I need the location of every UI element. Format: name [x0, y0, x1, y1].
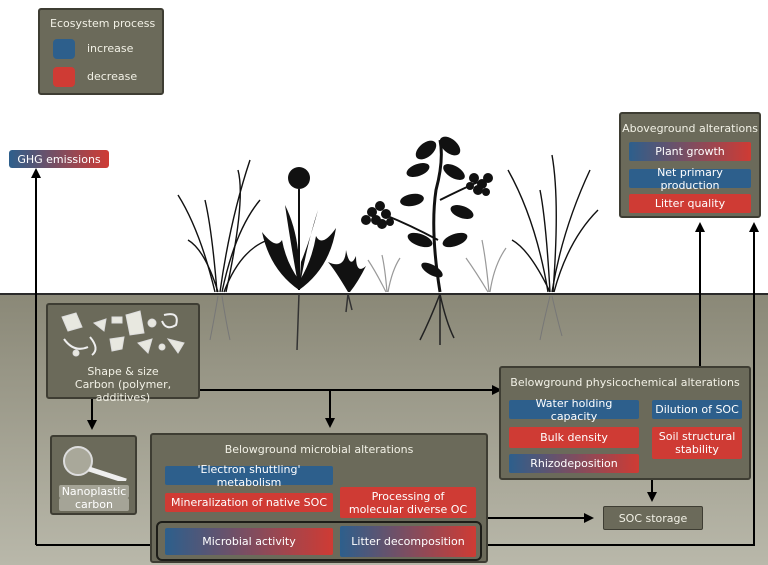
nanoplastic-line1: Nanoplastic	[59, 485, 129, 498]
aboveground-title: Aboveground alterations	[622, 122, 758, 135]
physicochemical-panel: Belowground physicochemical alterations …	[499, 366, 751, 480]
magnifier-icon	[63, 446, 127, 481]
processing-oc-tag: Processing of molecular diverse OC	[340, 487, 476, 518]
physicochemical-title: Belowground physicochemical alterations	[510, 376, 740, 389]
legend-title: Ecosystem process	[50, 17, 156, 30]
small-plant-icon	[328, 250, 366, 313]
electron-shuttling-tag: 'Electron shuttling' metabolism	[165, 463, 333, 489]
grass-right-icon	[507, 154, 599, 293]
aboveground-panel: Aboveground alterations Plant growth Net…	[619, 112, 761, 218]
plastic-shape-label: Shape & size	[87, 365, 159, 378]
ghg-emissions-label: GHG emissions	[9, 150, 109, 168]
shrub-icon	[361, 136, 493, 345]
plant-growth-tag: Plant growth	[629, 142, 751, 161]
microbial-title: Belowground microbial alterations	[224, 443, 414, 456]
litter-decomposition-tag: Litter decomposition	[340, 526, 476, 557]
grass-icon	[177, 159, 269, 293]
soil-structural-stability-tag: Soil structural stability	[652, 427, 742, 459]
legend-decrease-label: decrease	[87, 70, 138, 83]
microplastic-panel: Shape & size Carbon (polymer, additives)	[46, 303, 200, 404]
dilution-soc-tag: Dilution of SOC	[652, 400, 742, 419]
microbial-activity-group	[156, 521, 482, 561]
rhizodeposition-tag: Rhizodeposition	[509, 454, 639, 473]
litter-quality-tag: Litter quality	[629, 194, 751, 213]
soc-storage-box: SOC storage	[603, 506, 703, 530]
faint-grass-icon	[367, 239, 507, 293]
microbial-panel: Belowground microbial alterations 'Elect…	[150, 433, 488, 563]
npp-tag: Net primary production	[629, 166, 751, 192]
nanoplastic-line2: carbon	[59, 498, 129, 511]
nanoplastic-panel: Nanoplastic carbon	[50, 435, 137, 515]
microbial-activity-tag: Microbial activity	[165, 528, 333, 555]
water-holding-tag: Water holding capacity	[509, 397, 639, 423]
mineralization-tag: Mineralization of native SOC	[165, 493, 333, 512]
bulk-density-tag: Bulk density	[509, 427, 639, 448]
legend-box: Ecosystem process increase decrease	[38, 8, 164, 95]
plastic-fragments-icon	[61, 310, 185, 357]
decrease-swatch	[53, 67, 75, 87]
increase-swatch	[53, 39, 75, 59]
plastic-carbon-label: Carbon (polymer, additives)	[74, 378, 172, 404]
dandelion-icon	[262, 167, 336, 351]
legend-increase-label: increase	[87, 42, 134, 55]
